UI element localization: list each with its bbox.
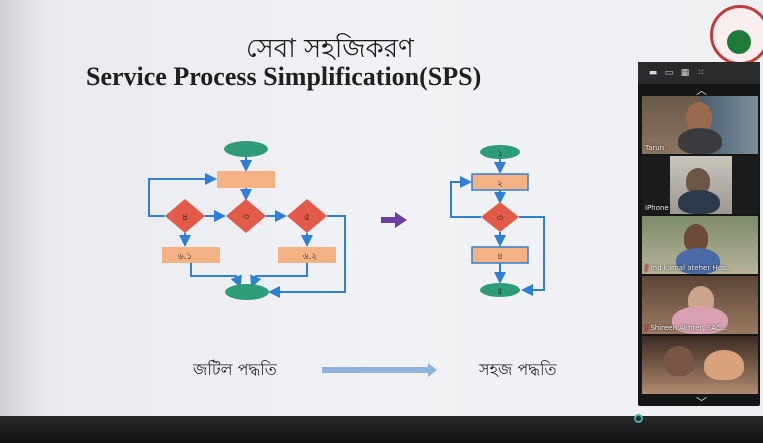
participant-name: ƒ Shireen Akhter, SAC... <box>645 324 728 332</box>
scroll-up-icon[interactable]: ︿ <box>696 84 707 97</box>
simple-start <box>480 145 520 159</box>
flow-start <box>224 141 268 157</box>
monitor-bezel <box>0 416 763 443</box>
simple-start-label: ১ <box>497 149 503 159</box>
decision-left-label: ৪ <box>182 212 189 223</box>
participant-name: iPhone <box>645 204 669 212</box>
participant-tile[interactable]: ƒ Shireen Akhter, SAC... <box>642 276 758 334</box>
decision-center-label: ৩ <box>243 212 250 223</box>
simple-flowchart: ১ ২ ৩ ৪ ৫ <box>450 145 545 297</box>
scroll-down-icon[interactable]: ﹀ <box>696 396 707 409</box>
flow-box-right-label: ৬.২ <box>303 252 318 262</box>
grid-view-icon[interactable]: ⁙ <box>697 68 705 78</box>
simple-process-label: সহজ পদ্ধতি <box>479 360 557 379</box>
simple-box-top-label: ২ <box>497 179 503 189</box>
minimize-icon[interactable]: ▬ <box>648 68 658 78</box>
decision-left <box>165 199 205 233</box>
slide-title-bangla: সেবা সহজিকরণ <box>246 34 414 64</box>
simple-box-bottom-label: ৪ <box>497 252 503 262</box>
gallery-toolbar: ▬ ▭ ▦ ⁙ <box>638 62 760 84</box>
participant-tile[interactable]: Tarun <box>642 96 758 154</box>
speaker-view-icon[interactable]: ▭ <box>664 68 674 78</box>
simple-decision-label: ৩ <box>497 213 504 224</box>
participant-tile[interactable]: ƒ md kamal ateher Hos... <box>642 216 758 274</box>
decision-right <box>287 199 327 233</box>
transform-arrow <box>381 212 407 228</box>
flow-end <box>225 284 269 300</box>
participant-tile[interactable]: iPhone <box>642 156 758 214</box>
gallery-view-icon[interactable]: ▦ <box>680 68 690 78</box>
flow-box-right <box>278 247 336 263</box>
simple-end <box>480 283 520 297</box>
simple-decision <box>481 202 519 232</box>
participant-name: ƒ md kamal ateher Hos... <box>645 264 733 272</box>
participant-tile[interactable] <box>642 336 758 394</box>
recording-indicator-icon <box>634 414 643 423</box>
flow-box-left <box>162 247 220 263</box>
flow-box-left-label: ৬.১ <box>178 252 193 262</box>
participant-name: Tarun <box>645 144 665 152</box>
simple-end-label: ৫ <box>497 287 503 297</box>
flow-process-box <box>217 171 275 188</box>
decision-center <box>226 199 266 233</box>
organization-logo <box>710 5 763 65</box>
complex-flowchart: ৪ ৩ ৫ ৬.১ ৬.২ <box>148 141 346 300</box>
process-arrow <box>322 363 437 377</box>
complex-process-label: জটিল পদ্ধতি <box>193 360 277 379</box>
decision-right-label: ৫ <box>304 212 311 223</box>
slide-title-english: Service Process Simplification(SPS) <box>86 62 482 91</box>
participant-gallery-panel: ▬ ▭ ▦ ⁙ ︿ Tarun iPhone ƒ md kamal ateher… <box>638 62 760 409</box>
